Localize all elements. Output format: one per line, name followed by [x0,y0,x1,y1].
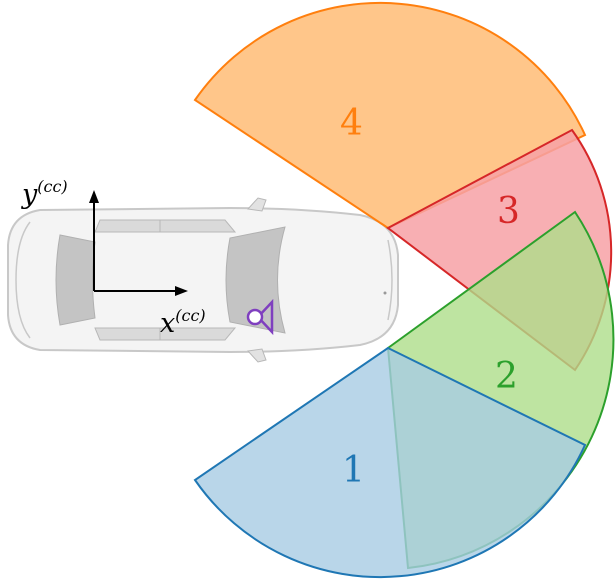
coordinate-axes [89,190,188,296]
sensor-label-1: 1 [342,450,365,491]
y-axis-label: y(cc) [21,177,68,210]
car-icon [7,197,399,363]
sensor-label-4: 4 [340,103,363,144]
sensor-sector-4 [193,1,587,230]
sensor-marker-icon [246,298,274,336]
sensor-sector-1 [193,346,587,579]
sensor-label-2: 2 [495,356,518,397]
x-axis-label: x(cc) [160,306,206,339]
sensor-label-3: 3 [497,191,520,232]
